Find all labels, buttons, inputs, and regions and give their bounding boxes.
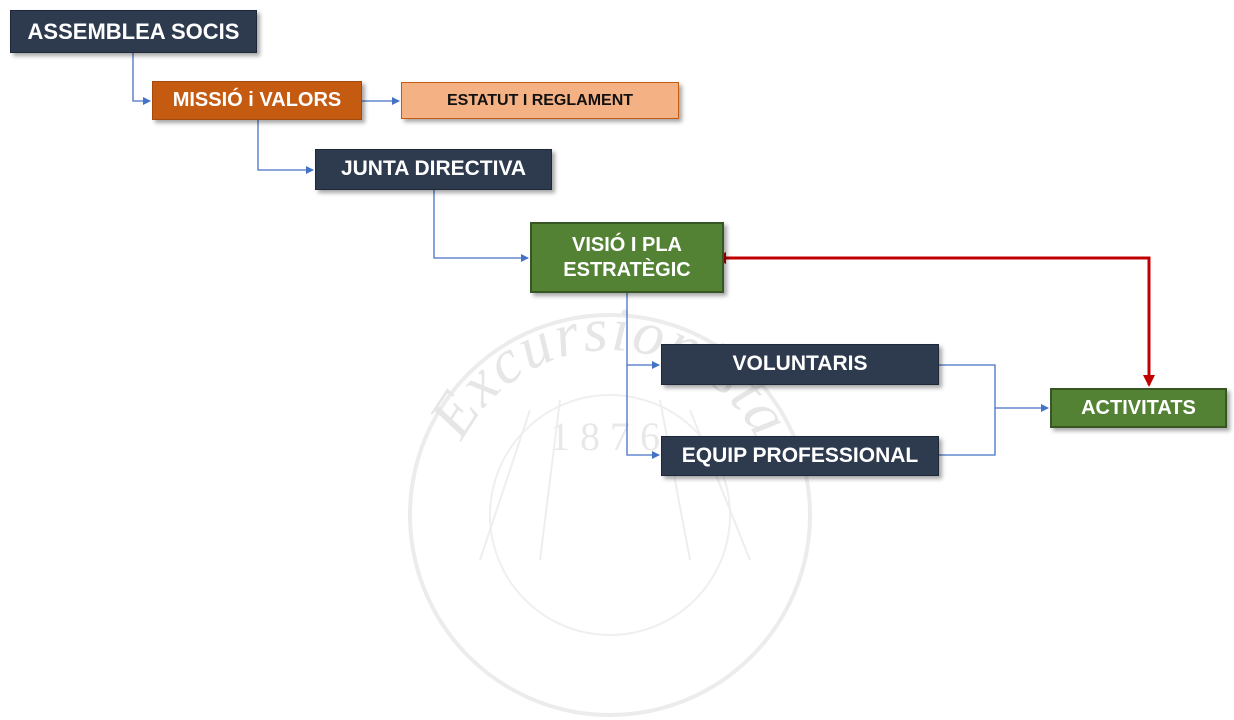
node-visio-label-line1: VISIÓ I PLA xyxy=(571,233,683,256)
node-assemblea-socis: ASSEMBLEA SOCIS xyxy=(10,10,257,53)
node-voluntaris-label: VOLUNTARIS xyxy=(732,352,868,376)
connectors xyxy=(132,53,1155,459)
connector-assemblea-missio xyxy=(132,53,151,105)
connector-voluntaris-activitats xyxy=(939,364,996,408)
node-equip-professional-label: EQUIP PROFESSIONAL xyxy=(681,443,919,467)
node-estatut-reglament: ESTATUT I REGLAMENT xyxy=(401,82,679,119)
node-junta-directiva: JUNTA DIRECTIVA xyxy=(315,149,552,190)
node-activitats: ACTIVITATS xyxy=(1050,388,1227,428)
node-equip-professional: EQUIP PROFESSIONAL xyxy=(661,436,939,476)
node-assemblea-socis-label: ASSEMBLEA SOCIS xyxy=(27,18,240,44)
node-voluntaris: VOLUNTARIS xyxy=(661,344,939,385)
connector-equip-activitats xyxy=(939,408,996,456)
node-activitats-label: ACTIVITATS xyxy=(1081,396,1196,419)
connector-missio-junta xyxy=(257,120,314,174)
feedback-arrow-visio-activitats xyxy=(714,252,1155,387)
connector-junta-visio xyxy=(433,190,529,262)
node-visio-label-line2: ESTRATÈGIC xyxy=(563,258,691,281)
node-missio-valors-label: MISSIÓ i VALORS xyxy=(172,89,342,111)
watermark-year: 1876 xyxy=(550,414,670,459)
node-estatut-reglament-label: ESTATUT I REGLAMENT xyxy=(446,91,634,109)
connector-visio-voluntaris xyxy=(626,293,660,369)
node-junta-directiva-label: JUNTA DIRECTIVA xyxy=(340,157,527,181)
connector-visio-equip xyxy=(626,365,660,459)
node-missio-valors: MISSIÓ i VALORS xyxy=(152,81,362,120)
node-visio-pla-estrategic: VISIÓ I PLA ESTRATÈGIC xyxy=(530,222,724,293)
org-diagram: Excursionista 1876 xyxy=(10,10,1227,717)
